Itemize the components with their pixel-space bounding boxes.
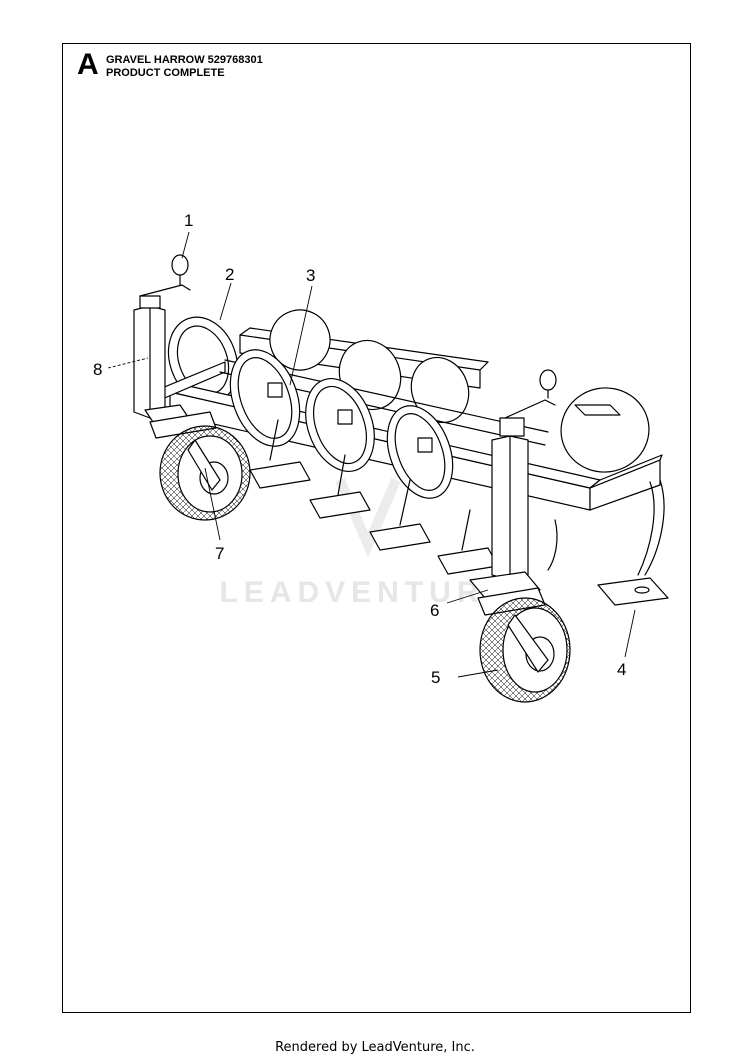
diagram-frame: A GRAVEL HARROW 529768301 PRODUCT COMPLE…	[62, 43, 691, 1013]
diagram-title: GRAVEL HARROW 529768301 PRODUCT COMPLETE	[106, 54, 263, 80]
callout-8: 8	[93, 360, 103, 379]
title-line-2: PRODUCT COMPLETE	[106, 67, 225, 79]
callout-2: 2	[225, 265, 235, 284]
callout-5: 5	[431, 668, 441, 687]
callout-3: 3	[306, 266, 316, 285]
callout-6: 6	[430, 601, 440, 620]
section-letter: A	[77, 48, 99, 81]
callout-4: 4	[617, 660, 627, 679]
left-wheel	[149, 411, 251, 521]
watermark: LEADVENTURE	[219, 576, 510, 609]
leader-lines	[107, 231, 636, 678]
right-wheel	[477, 587, 571, 703]
left-jack	[133, 254, 191, 426]
right-jack	[469, 369, 557, 599]
callout-1: 1	[184, 211, 194, 230]
title-line-1: GRAVEL HARROW 529768301	[106, 54, 263, 66]
shanks-and-shoes	[249, 419, 669, 606]
callout-7: 7	[215, 544, 225, 563]
footer-credit: Rendered by LeadVenture, Inc.	[275, 1040, 475, 1055]
front-tines	[229, 349, 454, 499]
right-rear-assembly	[560, 387, 650, 473]
